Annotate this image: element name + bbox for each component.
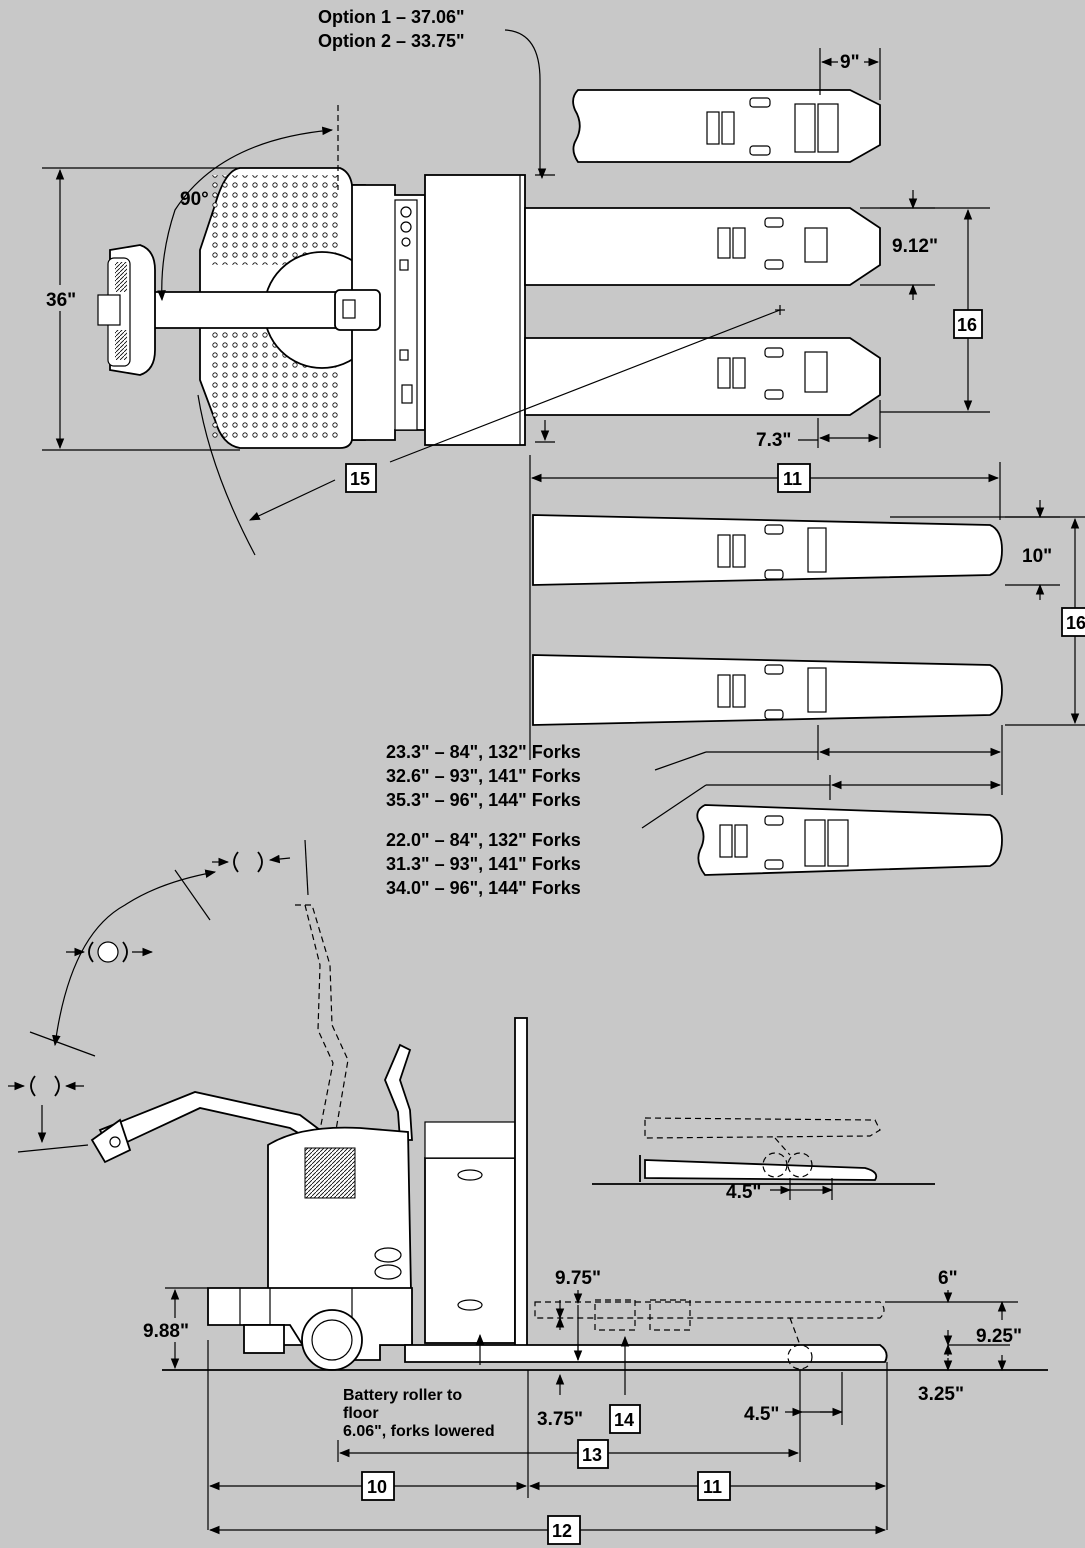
dim-4-5-lower: 4.5"	[744, 1404, 779, 1425]
handle-upright-dashed	[295, 904, 349, 1131]
box-14	[609, 1404, 641, 1434]
fork-long-upper	[532, 514, 1003, 586]
top-view: 36" 90° Option 1 – 37.06" Option 2 – 33.…	[40, 7, 1001, 760]
handle-swing-arc	[52, 869, 217, 1047]
load-backrest-top	[424, 174, 526, 446]
fork-side-lowered	[404, 1344, 888, 1363]
box-16-fork	[1061, 607, 1085, 637]
dim-4-5-inset: 4.5"	[726, 1182, 761, 1203]
dim-9-12: 9.12"	[892, 236, 938, 257]
fork-list-b-1: 22.0" – 84", 132" Forks	[386, 830, 581, 850]
box-16-top	[953, 309, 983, 339]
tiller-head	[334, 289, 381, 331]
tiller-grip-detail	[342, 299, 356, 319]
panel-switch-3	[401, 384, 413, 404]
backrest-side	[514, 1017, 528, 1347]
dim-9-75: 9.75"	[555, 1268, 601, 1289]
battery-note-2: floor	[343, 1405, 379, 1422]
box-10-label: 10	[367, 1477, 387, 1497]
fork-upper-details	[706, 97, 839, 156]
box-11-top	[777, 463, 811, 493]
swing-radius-line	[389, 309, 781, 463]
box-10	[361, 1471, 395, 1501]
fork-list-a-3: 35.3" – 96", 144" Forks	[386, 790, 581, 810]
box-13	[577, 1439, 609, 1469]
box-12	[547, 1515, 581, 1545]
dim-6: 6"	[938, 1268, 958, 1289]
mast-tube	[384, 1043, 413, 1141]
panel-switch-2	[399, 349, 409, 361]
swing-arc	[197, 394, 256, 556]
battery-note-3: 6.06", forks lowered	[343, 1423, 495, 1440]
box-16-top-label: 16	[957, 315, 977, 335]
dim-3-25: 3.25"	[918, 1384, 964, 1405]
fork-top-right	[524, 337, 881, 416]
swing-radius-arrow	[249, 479, 336, 521]
dim-9: 9"	[840, 52, 860, 73]
zone-icon-middle	[66, 941, 154, 963]
angle-90: 90°	[180, 189, 209, 210]
fork-view: 10" 16 23.3" – 84", 132" Forks 32.6" – 9…	[386, 500, 1085, 898]
box-15	[345, 463, 377, 493]
rotation-arc-90	[157, 126, 334, 302]
zone-icon-bottom	[8, 1075, 84, 1144]
dim-9-25: 9.25"	[976, 1326, 1022, 1347]
battery-note-1: Battery roller to	[343, 1387, 462, 1404]
handle-coil-bottom	[115, 330, 127, 360]
caster-block	[243, 1324, 285, 1354]
fork-list-b-2: 31.3" – 93", 141" Forks	[386, 854, 581, 874]
box-11-side-label: 11	[703, 1477, 722, 1497]
fork-top-left	[524, 207, 881, 286]
fork-list-a-1: 23.3" – 84", 132" Forks	[386, 742, 581, 762]
option-1-label: Option 1 – 37.06"	[318, 7, 465, 27]
dim-9-88: 9.88"	[143, 1321, 189, 1342]
box-11-top-label: 11	[783, 469, 802, 489]
box-13-label: 13	[582, 1445, 602, 1465]
fork-long-lower	[532, 654, 1003, 726]
option-2-label: Option 2 – 33.75"	[318, 31, 465, 51]
panel-knob-3	[401, 237, 411, 247]
fork-inset-lowered	[644, 1159, 878, 1181]
side-view: 4.5" 9.88" 9.75" 6" 9.25" 3.25" 3.75" 14	[90, 904, 1048, 1545]
box-15-label: 15	[350, 469, 370, 489]
fork-list-b-3: 34.0" – 96", 144" Forks	[386, 878, 581, 898]
zone-icon-top	[212, 839, 309, 896]
fork-side-raised-dashed	[534, 1301, 885, 1319]
fork-list-a-2: 32.6" – 93", 141" Forks	[386, 766, 581, 786]
fork-top-left-details	[717, 217, 828, 270]
box-11-side	[697, 1471, 731, 1501]
panel-switch-1	[399, 259, 409, 271]
box-12-label: 12	[552, 1521, 572, 1541]
panel-knob-1	[400, 206, 412, 218]
panel-knob-2	[400, 221, 412, 233]
dim-7-3: 7.3"	[756, 430, 791, 451]
handle-center	[97, 294, 121, 326]
fork-inset-raised-dashed	[644, 1117, 881, 1139]
box-16-fork-label: 16	[1066, 613, 1085, 633]
dim-10: 10"	[1022, 546, 1052, 567]
handle-coil-top	[115, 262, 127, 292]
dim-36: 36"	[46, 290, 76, 311]
fork-top-right-details	[717, 347, 828, 400]
tiller-arm	[144, 291, 351, 329]
battery-compartment	[424, 1157, 516, 1344]
handle-zones	[8, 839, 309, 1153]
control-panel	[394, 199, 418, 431]
box-14-label: 14	[614, 1410, 634, 1430]
dim-3-75: 3.75"	[537, 1409, 583, 1430]
body-grille	[304, 1147, 356, 1199]
